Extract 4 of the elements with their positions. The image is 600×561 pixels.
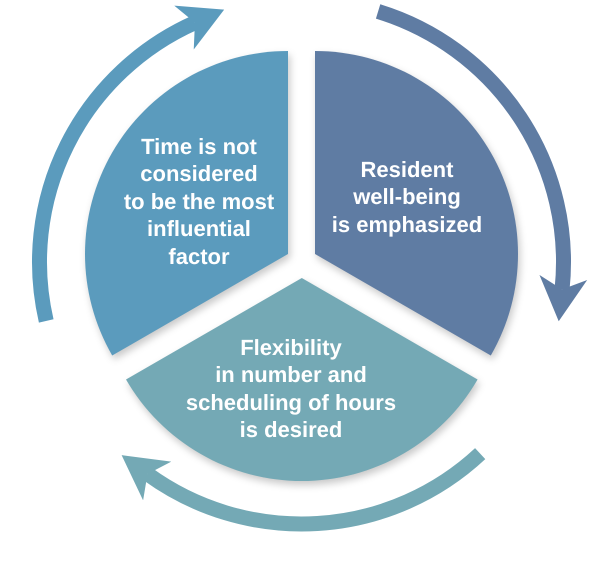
pie-segment [126,278,478,481]
segment-text: Flexibility in number and scheduling of hours is desired [186,334,396,444]
segment-text: Resident well-being is emphasized [332,156,482,238]
segment-text: Time is not considered to be the most influential factor [124,132,274,270]
